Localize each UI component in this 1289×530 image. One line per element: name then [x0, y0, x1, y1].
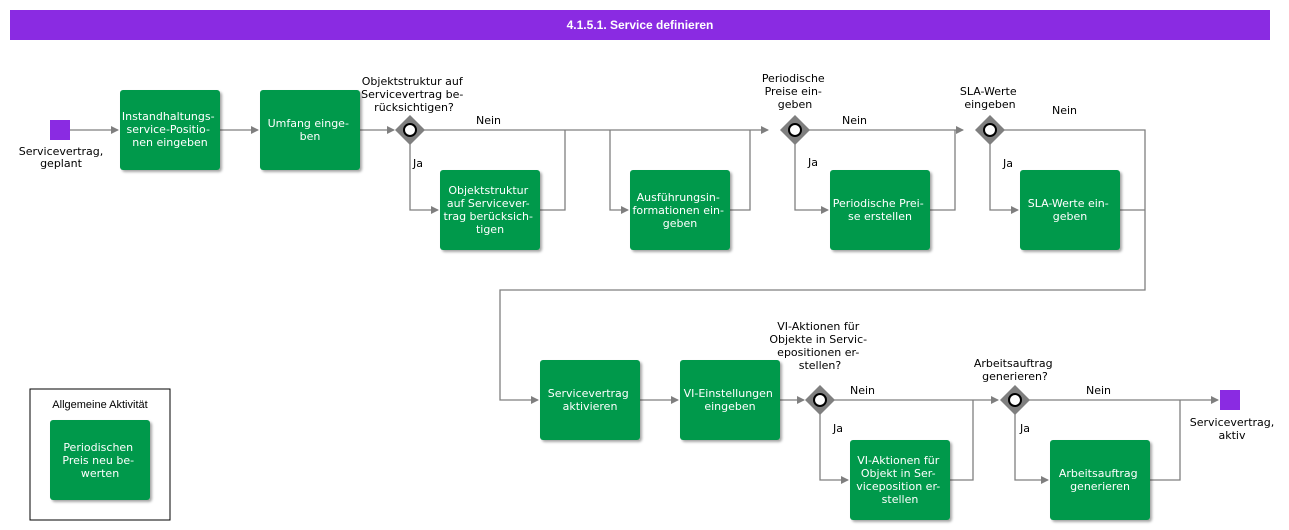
flow-g2-yes [794, 144, 829, 214]
legend: Allgemeine Aktivität Periodischen Preis … [29, 388, 171, 521]
svg-text:Instandhaltungs- service: Instandhaltungs- service-Positio- nen ei… [122, 110, 218, 149]
end-event-label-1: Servicevertrag, [1190, 416, 1275, 429]
svg-text:Periodische Prei- se ers: Periodische Prei- se erstellen [833, 197, 927, 223]
task-line: Objektstruktur [448, 184, 528, 197]
task-line: se erstellen [848, 210, 912, 223]
gateway-sla-werte-label: SLA-Werte eingeben [960, 85, 1020, 111]
task-line: geben [1053, 210, 1088, 223]
gateway-sla-werte[interactable] [975, 115, 1005, 145]
svg-text:VI-Aktionen für Objekt i: VI-Aktionen für Objekt in Ser- viceposit… [856, 454, 944, 506]
flow-g3-yes [989, 144, 1019, 214]
gateway-objektstruktur[interactable] [395, 115, 425, 145]
diagram-title: 4.1.5.1. Service definieren [10, 10, 1270, 40]
task-vi-aktionen-erstellen[interactable]: VI-Aktionen für Objekt in Ser- viceposit… [850, 440, 950, 520]
task-line: Servicevertrag [548, 387, 629, 400]
svg-text:Ausführungsin- formation: Ausführungsin- formationen ein- geben [633, 191, 728, 230]
branch-label-nein: Nein [1052, 104, 1077, 117]
legend-task: Periodischen Preis neu be- werten [50, 420, 150, 500]
gateway-periodische-preise-label: Periodische Preise ein- geben [762, 72, 828, 111]
svg-text:Periodischen Preis neu: Periodischen Preis neu be- werten [62, 441, 137, 480]
task-line: aktivieren [563, 400, 618, 413]
task-objektstruktur-beruecksichtigen[interactable]: Objektstruktur auf Servicever- trag berü… [440, 170, 540, 250]
task-line: nen eingeben [132, 136, 208, 149]
gateway-objektstruktur-label: Objektstruktur auf Servicevertrag be- rü… [361, 75, 467, 114]
flows-row-1 [70, 126, 1146, 404]
gateway-periodische-preise[interactable] [780, 115, 810, 145]
task-line: VI-Einstellungen [684, 387, 773, 400]
task-line: Arbeitsauftrag [1059, 467, 1138, 480]
task-servicevertrag-aktivieren[interactable]: Servicevertrag aktivieren [540, 360, 640, 440]
gateway-vi-aktionen-label: VI-Aktionen für Objekte in Servic- eposi… [769, 320, 870, 372]
task-line: eingeben [704, 400, 755, 413]
task-arbeitsauftrag-generieren[interactable]: Arbeitsauftrag generieren [1050, 440, 1150, 520]
end-event[interactable] [1220, 390, 1240, 410]
flow-g5-yes [1014, 414, 1049, 484]
task-line: viceposition er- [856, 480, 940, 493]
task-umfang-eingeben[interactable]: Umfang einge- ben [260, 90, 360, 170]
flow-g3-no [499, 129, 1146, 404]
start-event[interactable] [50, 120, 70, 140]
flows-row-2 [640, 396, 1219, 484]
task-line: trag berücksich- [444, 210, 534, 223]
start-event-label-1: Servicevertrag, [19, 145, 104, 158]
flow-to-t4 [609, 130, 629, 214]
task-instandhaltungsservice-positionen[interactable]: Instandhaltungs- service-Positio- nen ei… [120, 90, 220, 170]
task-line: geben [663, 217, 698, 230]
task-line: Ausführungsin- [637, 191, 720, 204]
task-vi-einstellungen-eingeben[interactable]: VI-Einstellungen eingeben [680, 360, 780, 440]
branch-label-nein: Nein [842, 114, 867, 127]
task-line: Objekt in Ser- [861, 467, 936, 480]
task-line: Periodische Prei- [833, 197, 924, 210]
task-line: auf Servicever- [447, 197, 530, 210]
svg-text:SLA-Werte ein- geben: SLA-Werte ein- geben [1028, 197, 1113, 223]
branch-label-nein: Nein [476, 114, 501, 127]
branch-label-ja: Ja [1002, 157, 1013, 170]
task-line: formationen ein- [633, 204, 724, 217]
legend-title: Allgemeine Aktivität [52, 399, 147, 411]
branch-label-nein: Nein [1086, 384, 1111, 397]
flow-g1-yes [409, 144, 439, 214]
gateway-arbeitsauftrag[interactable] [1000, 385, 1030, 415]
task-line: VI-Aktionen für [857, 454, 940, 467]
svg-text:Objektstruktur auf Servi: Objektstruktur auf Servicever- trag berü… [444, 184, 537, 236]
flow-t5-merge [930, 130, 956, 211]
task-periodische-preise-erstellen[interactable]: Periodische Prei- se erstellen [830, 170, 930, 250]
svg-text:Arbeitsauftrag generiere: Arbeitsauftrag generieren [1059, 467, 1141, 493]
task-line: ben [300, 130, 321, 143]
branch-label-ja: Ja [832, 422, 843, 435]
branch-label-ja: Ja [807, 156, 818, 169]
gateway-arbeitsauftrag-label: Arbeitsauftrag generieren? [974, 357, 1056, 383]
flow-t4-merge [730, 130, 751, 211]
task-sla-werte-eingeben[interactable]: SLA-Werte ein- geben [1020, 170, 1120, 250]
svg-text:Umfang einge- ben: Umfang einge- ben [268, 117, 353, 143]
flow-g4-yes [819, 414, 849, 484]
branch-label-nein: Nein [850, 384, 875, 397]
svg-text:VI-Einstellungen eingebe: VI-Einstellungen eingeben [684, 387, 777, 413]
flow-t10-merge [1150, 400, 1181, 481]
end-event-label-2: aktiv [1219, 429, 1246, 442]
task-line: service-Positio- [127, 123, 210, 136]
svg-text:Servicevertrag aktiviere: Servicevertrag aktivieren [548, 387, 633, 413]
legend-task-line: werten [81, 467, 119, 480]
task-line: tigen [476, 223, 504, 236]
flow-t3-merge [540, 130, 566, 211]
task-line: Instandhaltungs- [122, 110, 215, 123]
task-line: Umfang einge- [268, 117, 349, 130]
task-line: stellen [882, 493, 919, 506]
task-line: generieren [1070, 480, 1130, 493]
legend-task-line: Preis neu be- [62, 454, 134, 467]
flow-t9-merge [950, 400, 974, 481]
start-event-label-2: geplant [40, 157, 83, 170]
legend-task-line: Periodischen [63, 441, 133, 454]
task-line: SLA-Werte ein- [1028, 197, 1109, 210]
branch-label-ja: Ja [412, 157, 423, 170]
gateway-vi-aktionen[interactable] [805, 385, 835, 415]
task-ausfuehrungsinformationen-eingeben[interactable]: Ausführungsin- formationen ein- geben [630, 170, 730, 250]
branch-label-ja: Ja [1019, 422, 1030, 435]
